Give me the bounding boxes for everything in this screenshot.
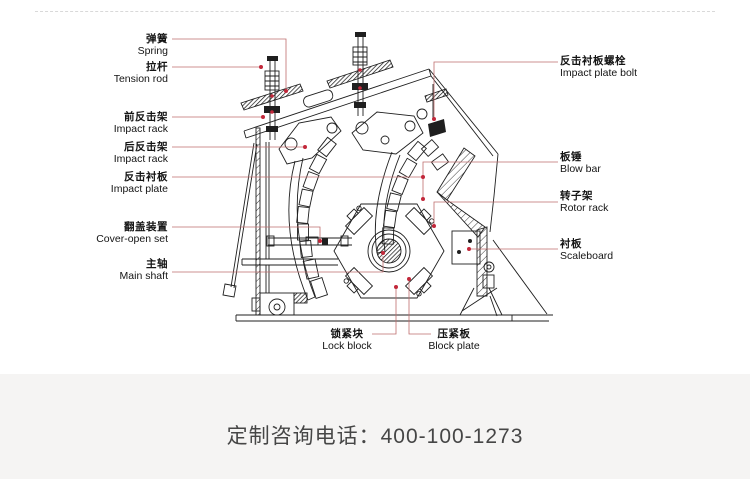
- label-lock-block: 锁紧块 Lock block: [287, 328, 407, 352]
- left-frame: [222, 127, 338, 316]
- label-blow-bar: 板锤 Blow bar: [560, 151, 601, 175]
- label-tension-rod: 拉杆 Tension rod: [114, 61, 168, 85]
- label-impact-plate-bolt: 反击衬板螺栓 Impact plate bolt: [560, 55, 637, 79]
- label-tension-rod-zh: 拉杆: [146, 61, 168, 73]
- main-shaft-bearing: [251, 292, 308, 316]
- label-impact-plate: 反击衬板 Impact plate: [111, 171, 168, 195]
- label-scaleboard-en: Scaleboard: [560, 250, 614, 262]
- label-blow-bar-en: Blow bar: [560, 163, 601, 175]
- label-spring: 弹簧 Spring: [138, 33, 168, 57]
- top-dashed-divider: [35, 11, 715, 12]
- housing-shell: [243, 68, 548, 317]
- label-rotor-rack-zh: 转子架: [560, 190, 593, 202]
- label-block-plate: 压紧板 Block plate: [394, 328, 514, 352]
- label-tension-rod-en: Tension rod: [113, 73, 168, 85]
- label-impact-plate-zh: 反击衬板: [124, 171, 168, 183]
- base-frame: [235, 314, 553, 322]
- label-front-impact-rack: 前反击架 Impact rack: [114, 111, 168, 135]
- spring-assembly-right: [326, 32, 394, 116]
- spring-assembly-left: [240, 56, 304, 140]
- scaleboard-box: [451, 230, 481, 265]
- label-front-impact-rack-zh: 前反击架: [124, 111, 168, 123]
- leader-lines: [172, 38, 558, 335]
- label-rear-impact-rack: 后反击架 Impact rack: [114, 141, 168, 165]
- label-lock-block-zh: 锁紧块: [330, 328, 364, 340]
- label-main-shaft-en: Main shaft: [119, 270, 168, 282]
- label-rear-impact-rack-en: Impact rack: [113, 153, 168, 165]
- label-front-impact-rack-en: Impact rack: [113, 123, 168, 135]
- label-rotor-rack: 转子架 Rotor rack: [560, 190, 608, 214]
- leader-rotor-rack: [433, 201, 558, 224]
- leader-dots: [259, 65, 471, 289]
- label-blow-bar-zh: 板锤: [560, 151, 582, 163]
- rotor-assembly: [333, 203, 445, 299]
- front-impact-rack: [278, 116, 342, 301]
- machine-line-art: [222, 32, 553, 322]
- leader-blow-bar: [422, 161, 558, 197]
- label-cover-open-set: 翻盖装置 Cover-open set: [96, 221, 168, 245]
- blow-bar-clamp: [344, 205, 374, 236]
- label-spring-en: Spring: [137, 45, 168, 57]
- leader-lock-block: [372, 289, 397, 335]
- label-impact-plate-en: Impact plate: [110, 183, 168, 195]
- consult-phone-text: 定制咨询电话：400-100-1273: [226, 425, 524, 448]
- label-scaleboard-zh: 衬板: [560, 238, 582, 250]
- label-block-plate-zh: 压紧板: [437, 328, 471, 340]
- leader-block-plate: [408, 281, 431, 335]
- label-impact-plate-bolt-en: Impact plate bolt: [560, 67, 638, 79]
- leader-spring: [172, 38, 287, 89]
- footer-band: 定制咨询电话：400-100-1273: [0, 374, 750, 479]
- leader-main-shaft: [172, 256, 384, 273]
- label-cover-open-set-en: Cover-open set: [96, 233, 168, 245]
- rear-impact-rack: [351, 111, 450, 254]
- label-block-plate-en: Block plate: [428, 340, 480, 352]
- impact-plate-bolt-detail: [416, 84, 449, 137]
- label-lock-block-en: Lock block: [322, 340, 372, 352]
- blow-bar-clamp: [404, 266, 434, 297]
- label-main-shaft: 主轴 Main shaft: [120, 258, 168, 282]
- label-main-shaft-zh: 主轴: [146, 258, 168, 270]
- leader-impact-plate-bolt: [433, 61, 558, 117]
- leader-cover-open-set: [172, 226, 321, 239]
- label-rear-impact-rack-zh: 后反击架: [124, 141, 168, 153]
- cover-handle: [303, 89, 334, 108]
- label-impact-plate-bolt-zh: 反击衬板螺栓: [560, 55, 626, 67]
- blow-bar-clamp: [404, 206, 435, 236]
- label-cover-open-set-zh: 翻盖装置: [124, 221, 168, 233]
- label-rotor-rack-en: Rotor rack: [560, 202, 609, 214]
- label-scaleboard: 衬板 Scaleboard: [560, 238, 613, 262]
- label-spring-zh: 弹簧: [146, 33, 168, 45]
